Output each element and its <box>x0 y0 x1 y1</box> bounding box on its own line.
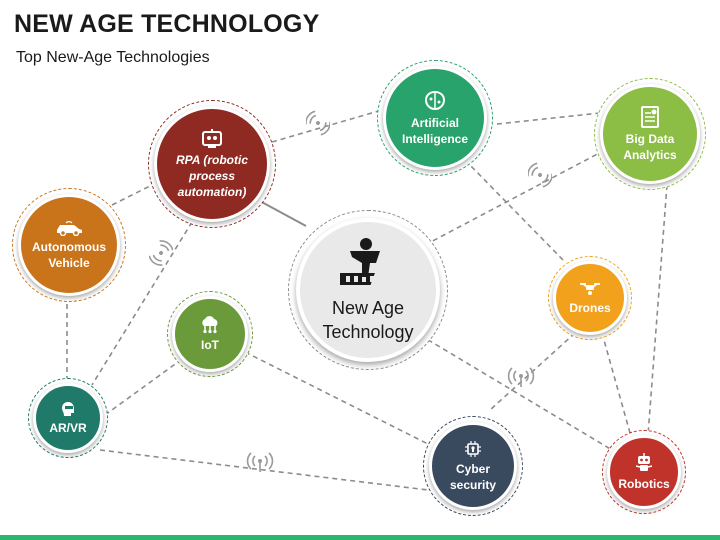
brain-chip-icon <box>424 90 446 110</box>
signal-icon <box>528 162 552 188</box>
link-iot-cyber <box>244 351 431 446</box>
link-ai-bigdata <box>487 112 601 126</box>
robot-monitor-icon <box>202 128 222 148</box>
rpa-label-line1: RPA (robotic <box>176 152 248 167</box>
link-rpa-arvr <box>91 221 193 386</box>
ai-label-line1: Artificial <box>410 115 459 130</box>
bigdata-label-line1: Big Data <box>625 131 675 146</box>
cyber-label-line2: security <box>449 477 497 492</box>
cyber-label-line1: Cyber <box>455 461 490 476</box>
node-arvr: AR/VR <box>33 383 103 453</box>
security-chip-icon <box>465 440 481 457</box>
drones-label: Drones <box>569 300 611 315</box>
robot-icon <box>635 452 653 471</box>
cloud-network-icon <box>202 315 218 333</box>
rpa-label-line2: process <box>188 168 236 183</box>
signal-icon <box>149 240 173 266</box>
arvr-label: AR/VR <box>49 420 87 435</box>
node-iot: IoT <box>172 296 248 372</box>
node-cyber: Cyber security <box>429 422 517 510</box>
node-bigdata: Big Data Analytics <box>600 84 700 184</box>
node-drones: Drones <box>553 261 627 335</box>
center-hub: New Age Technology <box>296 218 440 362</box>
robotics-label: Robotics <box>618 476 670 491</box>
vr-head-icon <box>62 401 74 416</box>
link-arvr-iot <box>104 361 179 416</box>
ai-label-line2: Intelligence <box>401 131 469 146</box>
signal-icon <box>306 110 330 136</box>
signal-icon <box>507 367 535 387</box>
link-rpa-ai <box>271 109 383 143</box>
node-robotics: Robotics <box>607 435 681 509</box>
signal-icon <box>246 452 274 472</box>
data-document-icon <box>641 105 659 128</box>
rpa-label-line3: automation) <box>177 184 247 199</box>
link-center-bigdata <box>424 149 606 246</box>
center-label-line2: Technology <box>322 322 414 342</box>
link-rpa-center <box>257 199 307 227</box>
page-subtitle: Top New-Age Technologies <box>16 49 210 66</box>
bottom-accent-bar <box>0 535 720 540</box>
link-bigdata-robotics <box>647 184 668 436</box>
bigdata-label-line2: Analytics <box>623 147 677 162</box>
drone-icon <box>580 282 600 295</box>
page-title: NEW AGE TECHNOLOGY <box>14 10 320 38</box>
link-ai-drones <box>464 159 566 263</box>
node-autonomous: Autonomous Vehicle <box>18 194 120 296</box>
autonomous-label-line2: Vehicle <box>48 255 90 270</box>
link-center-robotics <box>419 334 613 451</box>
node-rpa: RPA (robotic process automation) <box>154 106 270 222</box>
car-icon <box>57 220 82 236</box>
center-label-line1: New Age <box>331 298 405 318</box>
link-arvr-cyber <box>99 449 429 491</box>
autonomous-label-line1: Autonomous <box>32 239 106 254</box>
node-ai: Artificial Intelligence <box>383 66 487 170</box>
iot-label: IoT <box>201 337 219 352</box>
person-on-film-icon <box>340 238 380 285</box>
link-drones-robotics <box>601 332 633 441</box>
